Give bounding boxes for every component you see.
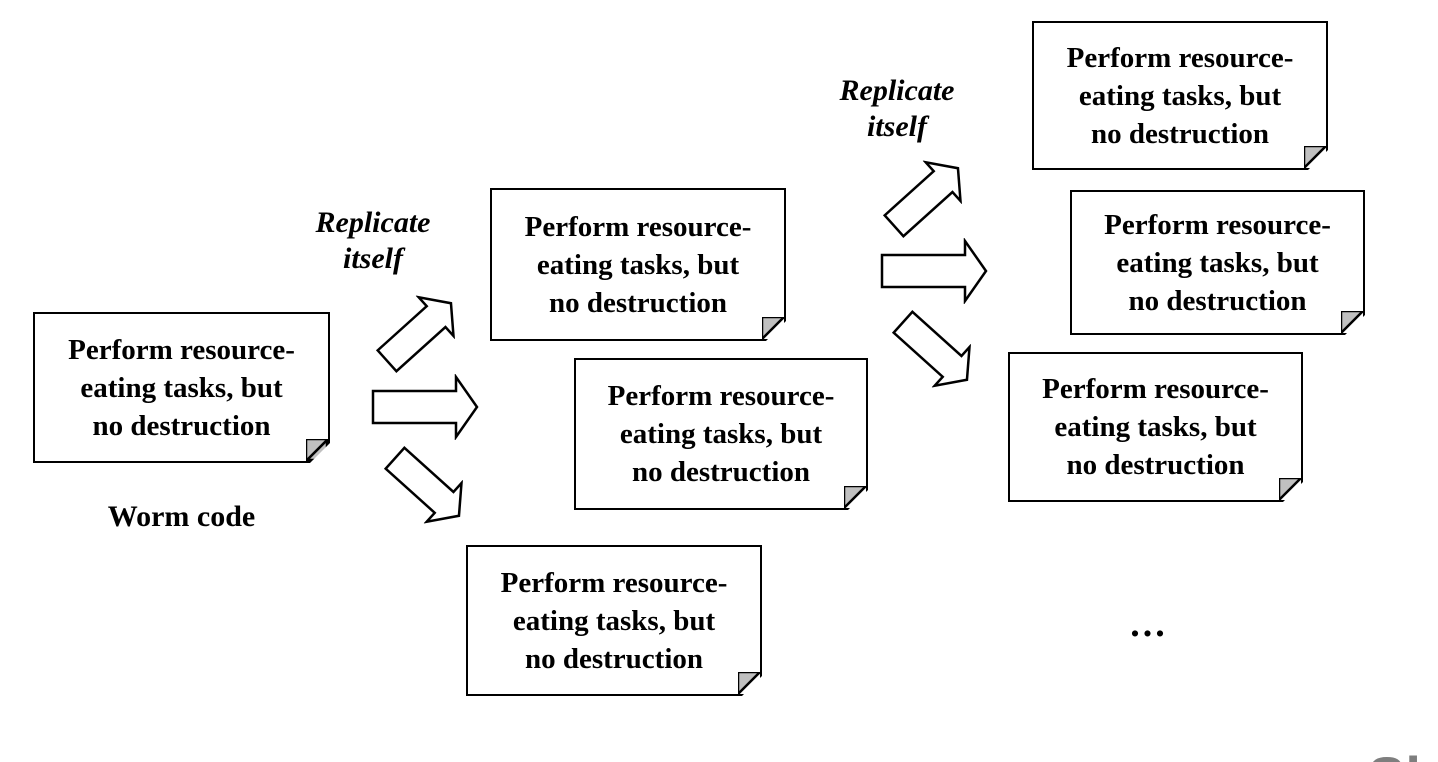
replicate-arrow-right-icon [371,374,479,440]
note-copy-gen3-top: Perform resource- eating tasks, but no d… [1032,21,1328,170]
folded-corner-icon [762,317,784,339]
replicate-itself-label-left: Replicate itself [315,206,431,275]
note-text: Perform resource- eating tasks, but no d… [524,210,752,319]
worm-code-caption: Worm code [107,500,256,533]
note-copy-gen3-bottom: Perform resource- eating tasks, but no d… [1008,352,1303,502]
folded-corner-icon [738,672,760,694]
note-copy-gen2-bottom: Perform resource- eating tasks, but no d… [466,545,762,696]
note-text: Perform resource- eating tasks, but no d… [68,333,295,442]
replicate-arrow-down-right-icon [891,310,972,388]
folded-corner-icon [1341,311,1363,333]
folded-corner-icon [306,439,328,461]
replicate-arrow-right-icon [880,238,988,304]
note-text: Perform resource- eating tasks, but no d… [607,380,835,488]
note-copy-gen2-top: Perform resource- eating tasks, but no d… [490,188,786,341]
note-text: Perform resource- eating tasks, but no d… [1042,373,1269,481]
note-text: Perform resource- eating tasks, but no d… [1066,41,1294,150]
note-text: Perform resource- eating tasks, but no d… [500,566,728,675]
folded-corner-icon [844,486,866,508]
replicate-arrow-up-right-icon [882,160,963,238]
folded-corner-icon [1279,478,1301,500]
watermark-partial-text: Sl [1368,744,1421,762]
note-copy-gen3-middle: Perform resource- eating tasks, but no d… [1070,190,1365,335]
replicate-arrow-down-right-icon [383,446,464,524]
replicate-arrow-up-right-icon [375,295,456,373]
continuation-ellipsis: ... [1130,603,1168,645]
note-copy-gen2-middle: Perform resource- eating tasks, but no d… [574,358,868,510]
replicate-itself-label-right: Replicate itself [839,74,955,143]
note-text: Perform resource- eating tasks, but no d… [1104,208,1331,317]
note-worm-source: Perform resource- eating tasks, but no d… [33,312,330,463]
folded-corner-icon [1304,146,1326,168]
